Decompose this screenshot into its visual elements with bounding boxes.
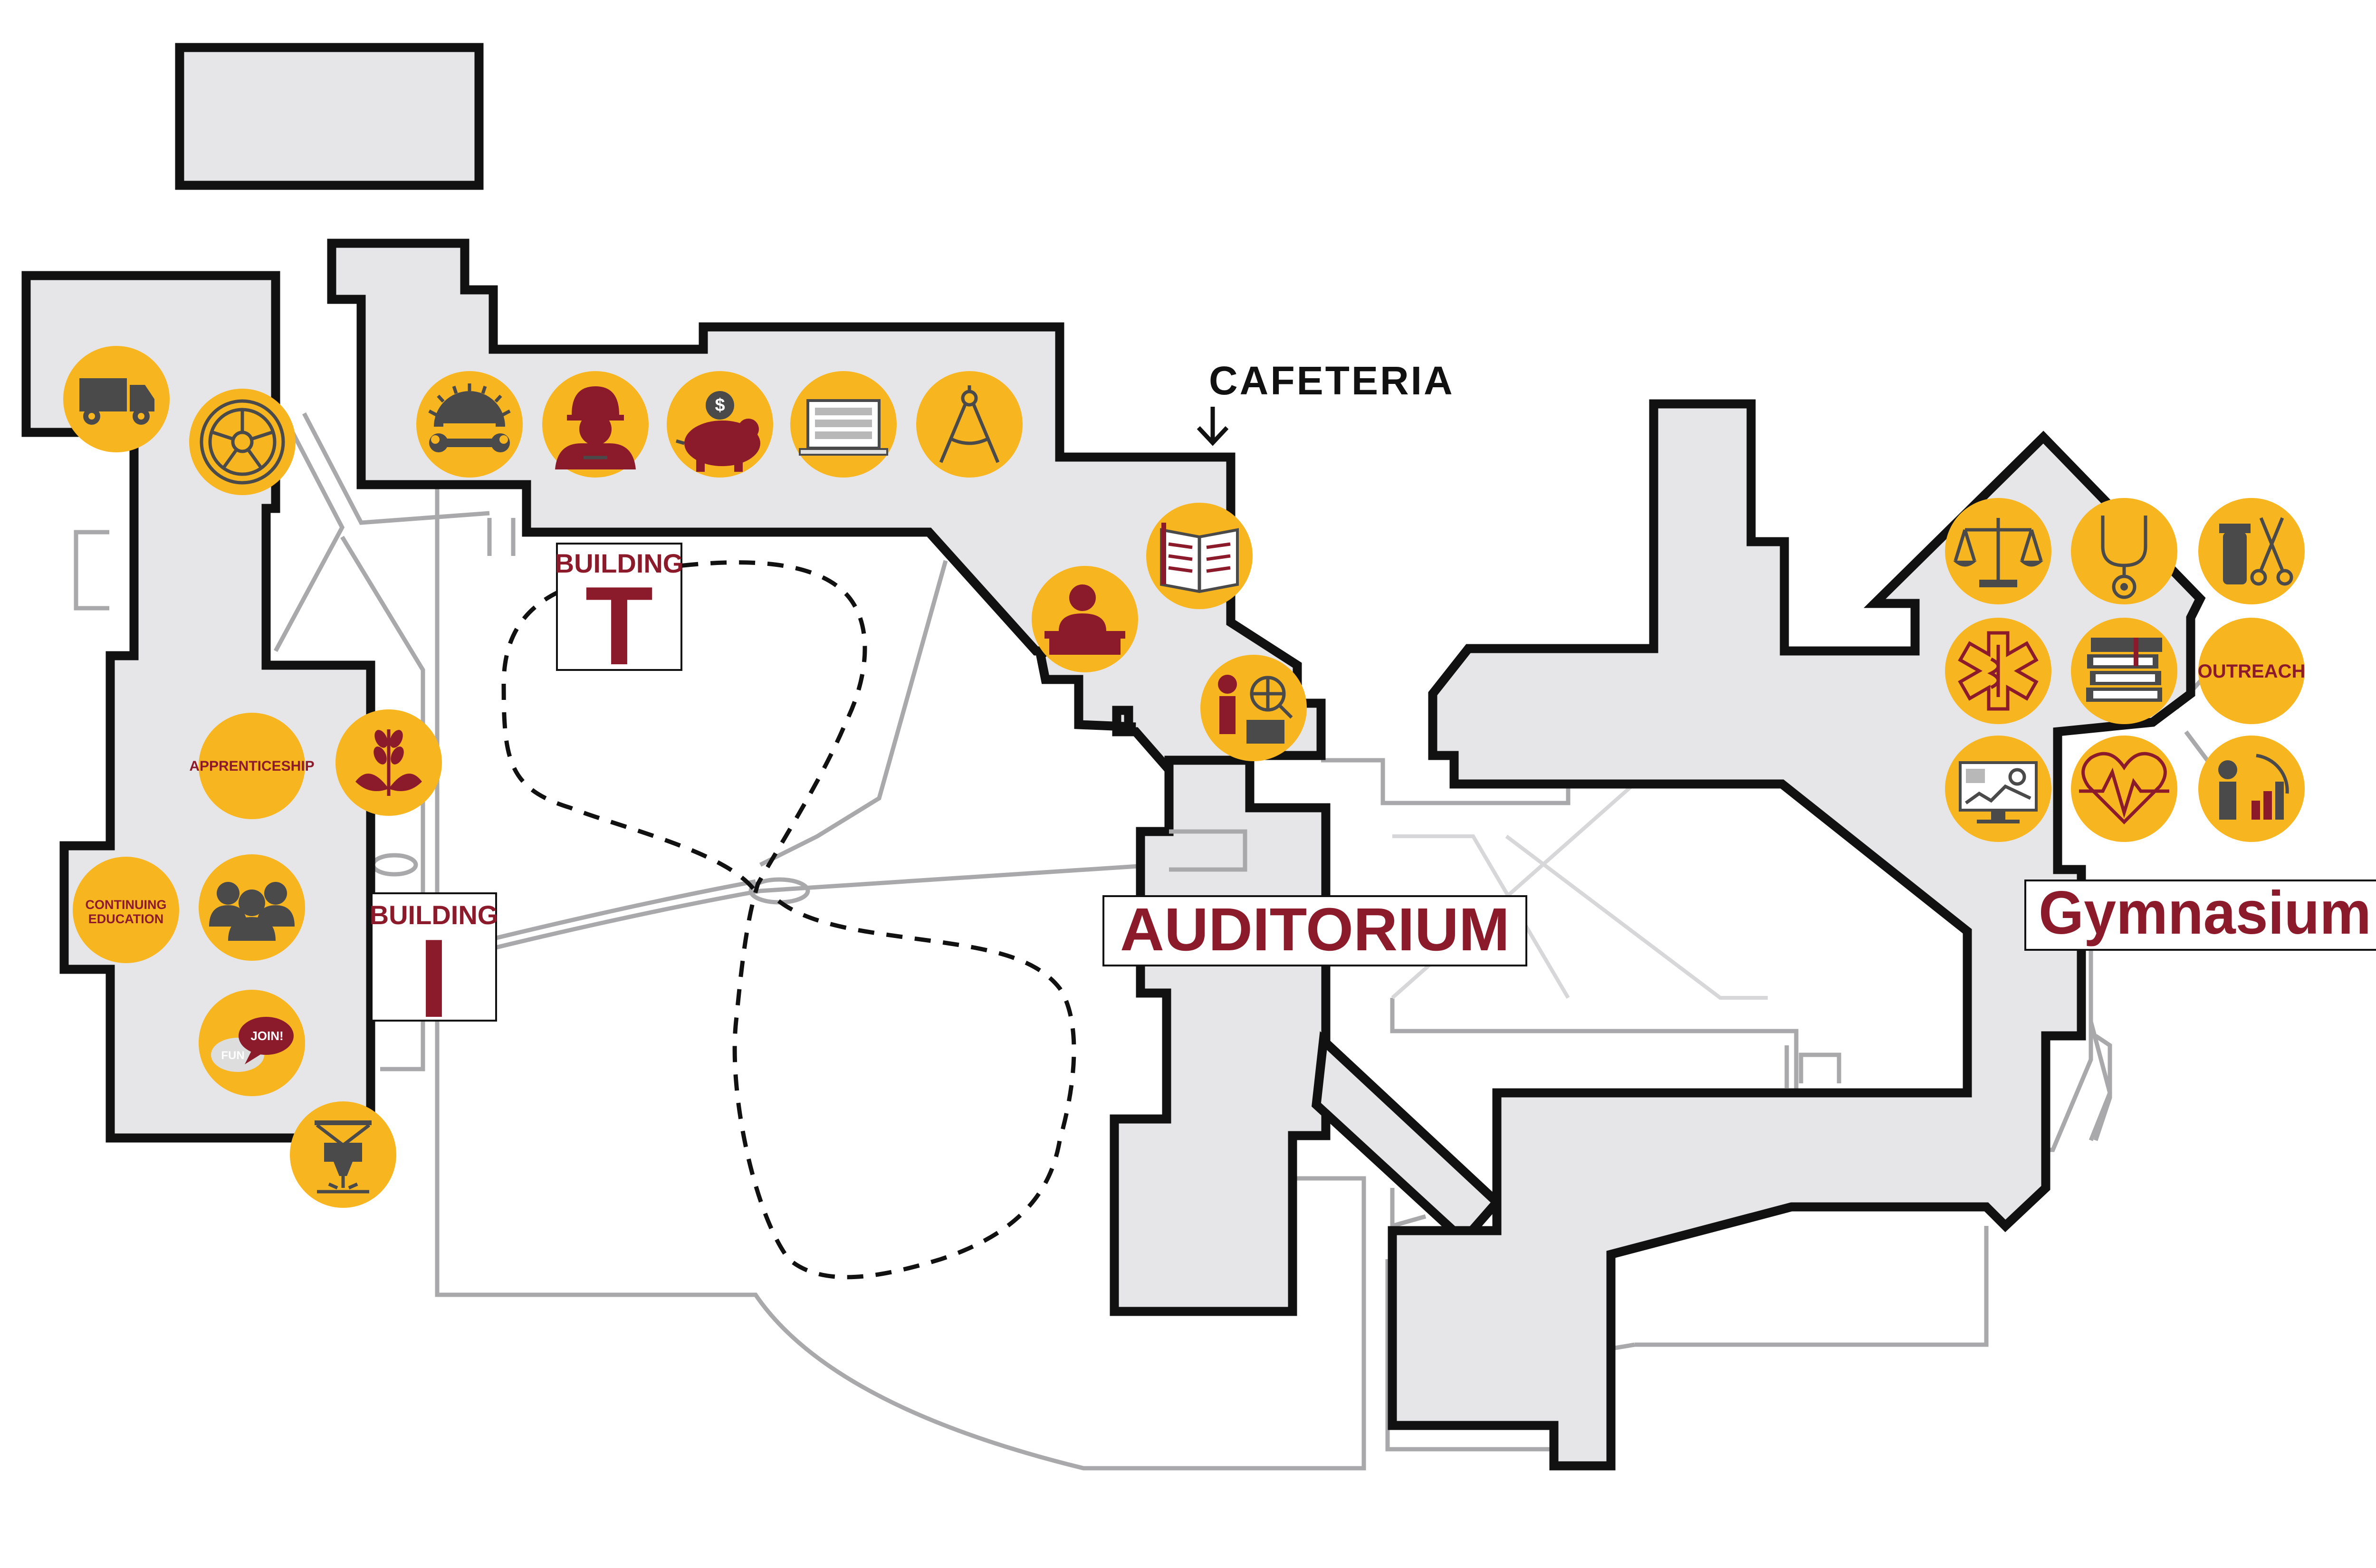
apprenticeship-text: APPRENTICESHIP (189, 758, 314, 774)
scales-icon[interactable] (1945, 498, 2051, 604)
fun-text: FUN (221, 1049, 244, 1062)
central-light-walk-2 (1392, 834, 1570, 999)
continuing-text: CONTINUING (86, 898, 167, 912)
worker-icon[interactable] (542, 371, 649, 478)
medical-star-icon[interactable] (1945, 618, 2051, 724)
courtyard-diagonal-path (759, 560, 948, 867)
building-i-letter: I (418, 916, 449, 1041)
west-branch-walkway (274, 412, 490, 1071)
gymnasium-box (2024, 880, 2376, 951)
join-fun-icon[interactable]: FUN JOIN! (199, 990, 305, 1096)
education-text: EDUCATION (88, 912, 164, 926)
saw-wrench-icon[interactable] (416, 371, 523, 478)
walkway-small-loop (371, 853, 418, 877)
walkway-to-building-i (493, 862, 1160, 950)
building-i-word: BUILDING (370, 900, 498, 930)
truck-icon[interactable] (63, 346, 170, 452)
cafeteria-arrow-icon (1197, 407, 1229, 446)
building-t-letter: T (585, 563, 653, 688)
join-text: JOIN! (250, 1029, 283, 1043)
auditorium-label[interactable]: AUDITORIUM (1102, 895, 1527, 966)
auditorium-interior (1169, 829, 1247, 872)
analytics-icon[interactable] (2198, 736, 2305, 842)
courtyard-outline (435, 480, 1366, 1471)
svg-text:$: $ (715, 395, 725, 415)
wheel-icon[interactable] (189, 389, 296, 495)
machining-icon[interactable] (290, 1101, 396, 1208)
outreach-icon[interactable]: OUTREACH (2198, 618, 2306, 724)
gymnasium-text: Gymnasium (2039, 879, 2371, 947)
stethoscope-icon[interactable] (2071, 498, 2177, 604)
walking-trail (501, 560, 1076, 1280)
piggy-bank-icon[interactable]: $ (667, 371, 773, 478)
east-complex-detail (1784, 1045, 1841, 1088)
gymnasium-label[interactable]: Gymnasium (2024, 879, 2376, 951)
apprenticeship-icon[interactable]: APPRENTICESHIP (189, 713, 315, 819)
auditorium-text: AUDITORIUM (1120, 896, 1510, 964)
book-icon[interactable] (1146, 503, 1253, 609)
dashboard-icon[interactable] (1945, 736, 2051, 842)
east-walkway-bottom (1390, 998, 1799, 1229)
heartbeat-icon[interactable] (2071, 736, 2177, 842)
auditorium-box (1102, 895, 1527, 966)
walkway-to-building-i-2 (493, 879, 756, 941)
agriculture-icon[interactable] (335, 709, 442, 816)
building-t-word: BUILDING (555, 548, 684, 578)
west-walkway-pair (487, 518, 516, 556)
cafeteria-text: CAFETERIA (1209, 358, 1455, 403)
east-walkway-right-loop (2093, 1034, 2112, 1141)
group-icon[interactable] (199, 854, 305, 961)
laptop-icon[interactable] (790, 371, 897, 478)
north-building (175, 43, 484, 190)
building-t-box (556, 543, 682, 671)
west-loop-walkway (74, 530, 109, 611)
building-i-label[interactable]: BUILDING I (370, 892, 498, 1041)
researcher-icon[interactable] (1200, 655, 1307, 761)
reception-icon[interactable] (1032, 566, 1138, 672)
clippers-scissors-icon[interactable] (2198, 498, 2305, 604)
compass-icon[interactable] (916, 371, 1023, 478)
continuing-education-icon[interactable]: CONTINUING EDUCATION (73, 857, 179, 963)
cafeteria-label[interactable]: CAFETERIA (1197, 358, 1455, 446)
building-i-box (371, 892, 497, 1022)
building-t-label[interactable]: BUILDING T (555, 543, 684, 688)
books-icon[interactable] (2071, 618, 2177, 724)
auditorium-building (1110, 755, 1331, 1316)
outreach-text: OUTREACH (2198, 661, 2306, 682)
corridor (1312, 1031, 1504, 1247)
